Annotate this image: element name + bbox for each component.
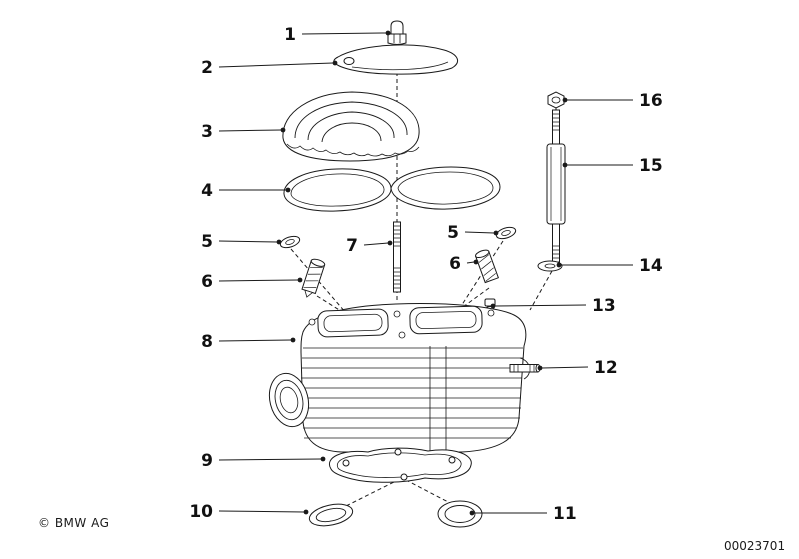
part-7-center-stud — [393, 221, 401, 293]
callout-leader-lines — [218, 32, 633, 514]
part-2-cover-strap — [333, 44, 459, 75]
callout-15-label: 15 — [639, 156, 663, 176]
part-8-cylinder-head — [268, 303, 531, 453]
part-12-side-stud — [509, 364, 541, 373]
callout-5-right-label: 5 — [447, 223, 459, 243]
cooling-fins — [301, 347, 523, 439]
part-6-valve-guide-right — [474, 249, 500, 284]
part-3-valve-cover — [282, 91, 420, 162]
stud-holes — [308, 309, 495, 339]
callout-6-right-label: 6 — [449, 254, 461, 274]
part-11-round-seal-ring — [437, 500, 483, 528]
callout-8-label: 8 — [201, 332, 213, 352]
callout-2-label: 2 — [201, 58, 213, 78]
part-1-cap-nut — [387, 20, 407, 45]
part-16-hex-nut — [547, 91, 565, 109]
part-4-head-gasket — [283, 166, 501, 212]
part-6-valve-guide-left — [301, 258, 326, 298]
part-5-valve-seal-right — [495, 226, 517, 240]
callout-13-label: 13 — [592, 296, 616, 316]
callout-14-label: 14 — [639, 256, 663, 276]
callout-12-label: 12 — [594, 358, 618, 378]
part-9-base-gasket — [328, 447, 472, 483]
callout-9-label: 9 — [201, 451, 213, 471]
intake-port — [268, 372, 310, 428]
callout-11-label: 11 — [553, 504, 577, 524]
callout-10-label: 10 — [189, 502, 213, 522]
callout-3-label: 3 — [201, 122, 213, 142]
document-number: 00023701 — [724, 539, 786, 553]
copyright-notice: © BMW AG — [38, 516, 110, 530]
part-5-valve-seal-left — [279, 235, 301, 249]
callout-6-left-label: 6 — [201, 272, 213, 292]
callout-16-label: 16 — [639, 91, 663, 111]
callout-1-label: 1 — [284, 25, 296, 45]
callout-leader-dots — [276, 30, 568, 516]
callout-labels: 1 2 3 4 5 6 7 5 6 8 9 10 11 12 13 14 15 … — [189, 25, 663, 524]
combustion-chamber-openings — [317, 305, 483, 338]
part-10-oval-seal-ring — [308, 503, 354, 527]
part-14-washer — [537, 260, 563, 272]
callout-4-label: 4 — [201, 181, 213, 201]
callout-7-label: 7 — [346, 236, 358, 256]
part-15-sleeve-stud — [546, 109, 566, 263]
callout-5-left-label: 5 — [201, 232, 213, 252]
